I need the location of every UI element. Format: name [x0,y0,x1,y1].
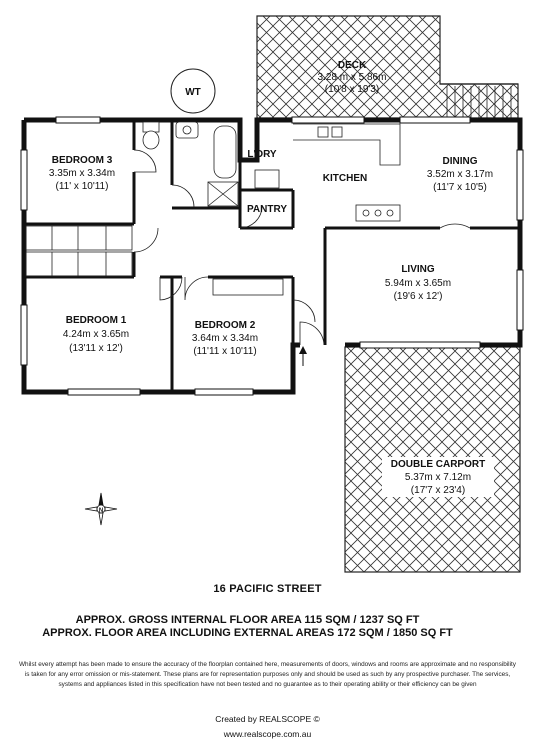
total-floor-area: APPROX. FLOOR AREA INCLUDING EXTERNAL AR… [42,627,453,639]
bedroom2-imperial: (11'11 x 10'11) [193,346,256,357]
water-tank [170,68,216,114]
carport-metric: 5.37m x 7.12m [405,472,471,483]
kitchen-benches [293,123,401,222]
bedroom2-name: BEDROOM 2 [195,320,256,331]
deck-imperial: (10'8 x 19'3) [325,84,379,95]
living-metric: 5.94m x 3.65m [385,278,451,289]
living-name: LIVING [401,264,435,275]
bathroom-fixtures [142,121,280,207]
kitchen-name: KITCHEN [323,173,367,184]
bedroom3-name: BEDROOM 3 [52,155,113,166]
carport-name: DOUBLE CARPORT [391,459,485,470]
doors [133,149,471,346]
dining-metric: 3.52m x 3.17m [427,169,493,180]
bedroom2-metric: 3.64m x 3.34m [192,333,258,344]
gross-floor-area: APPROX. GROSS INTERNAL FLOOR AREA 115 SQ… [75,614,420,626]
interior-walls [24,120,520,392]
bedroom1-name: BEDROOM 1 [66,315,127,326]
carport-imperial: (17'7 x 23'4) [411,485,465,496]
pantry-name: PANTRY [247,204,287,215]
bedroom1-metric: 4.24m x 3.65m [63,329,129,340]
water-tank-label: WT [185,87,201,98]
wardrobes [25,225,284,296]
compass-icon [84,492,118,526]
deck-name: DECK [338,60,367,71]
floor-plan: N DECK 3.28 m x 5.86m (10'8 x 19'3) WT B… [20,15,524,573]
laundry-name: L'DRY [247,149,277,160]
bedroom1-imperial: (13'11 x 12') [69,343,123,354]
bedroom3-imperial: (11' x 10'11) [56,181,109,192]
bedroom3-metric: 3.35m x 3.34m [49,168,115,179]
disclaimer-text: Whilst every attempt has been made to en… [19,661,516,689]
entry-arrow [299,346,307,366]
compass-north-label: N [99,508,103,514]
website-link[interactable]: www.realscope.com.au [223,729,312,739]
deck-metric: 3.28 m x 5.86m [318,72,387,83]
property-address: 16 PACIFIC STREET [213,583,322,595]
dining-imperial: (11'7 x 10'5) [433,182,487,193]
deck-steps [446,86,512,118]
living-imperial: (19'6 x 12') [394,291,443,302]
dining-name: DINING [443,156,478,167]
deck-area [256,15,519,119]
windows [20,116,524,396]
creator-credit: Created by REALSCOPE © [215,714,320,724]
